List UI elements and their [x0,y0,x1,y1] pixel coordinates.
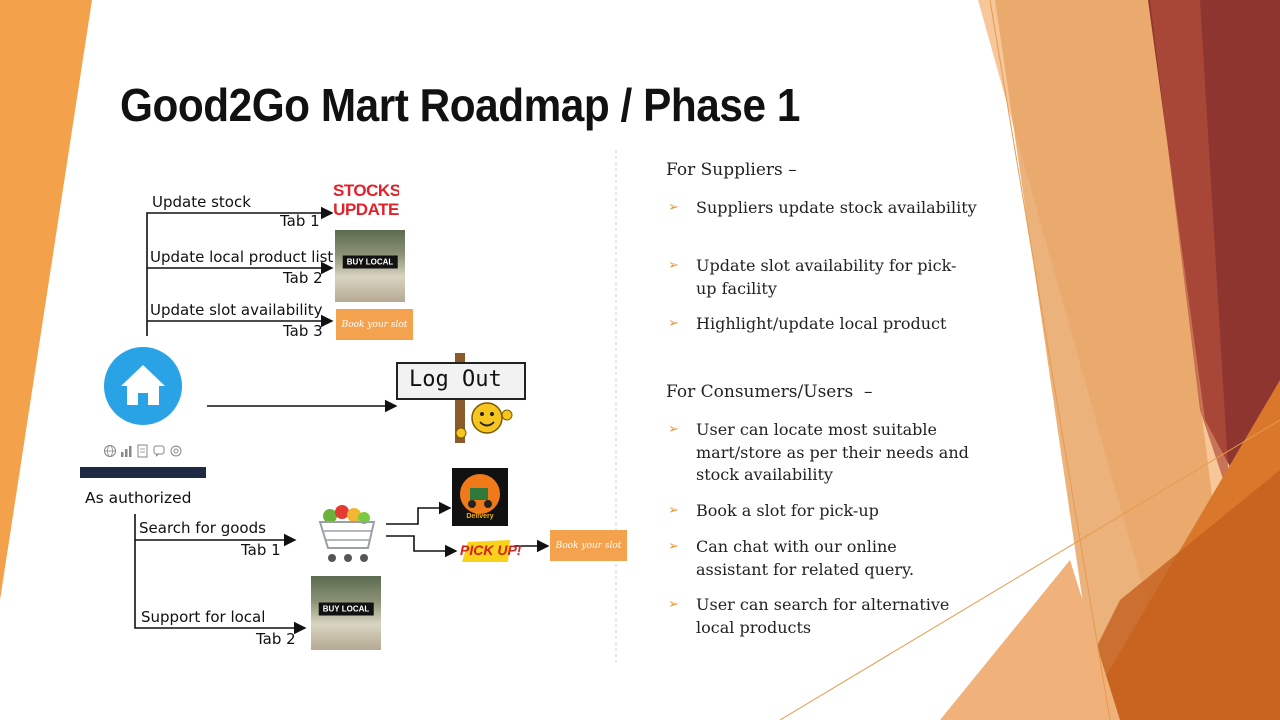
header-banner-strip [80,467,206,478]
home-icon[interactable] [104,347,182,425]
consumer-bullet-text: Book a slot for pick-up [696,501,879,520]
supplier-bullet: ➢ Highlight/update local product [668,313,981,336]
bullet-arrow-icon: ➢ [668,200,679,215]
logout-sign[interactable]: Log Out [395,353,527,445]
support-local-label: Support for local [141,608,266,626]
bullet-arrow-icon: ➢ [668,258,679,273]
as-authorized-label: As authorized [85,489,192,507]
globe-icon [104,445,116,457]
delivery-text: Delivery [466,513,494,520]
bullet-arrow-icon: ➢ [668,422,679,437]
stocks-update-image: STOCKS UPDATE [333,181,399,223]
delivery-logo: Delivery [452,468,508,526]
bullet-arrow-icon: ➢ [668,597,679,612]
buy-local-text: BUY LOCAL [342,255,398,269]
search-goods-label: Search for goods [139,519,266,537]
update-slot-tab: Tab 3 [283,322,323,340]
consumer-bullet: ➢ Can chat with our online assistant for … [668,536,971,581]
supplier-trunk [146,206,334,336]
support-icon [170,445,182,457]
consumer-bullet-text: User can search for alternative local pr… [696,595,950,637]
buy-local-image: BUY LOCAL [335,230,405,302]
flow-connectors [134,206,550,635]
smiley-icon [455,402,513,439]
bottom-mid-wedge [940,560,1120,720]
bullet-arrow-icon: ➢ [668,316,679,331]
supplier-bullet-text: Highlight/update local product [696,314,947,333]
app-icon-row [104,444,182,458]
supplier-bullet: ➢ Suppliers update stock availability [668,197,981,220]
pickup-image: PICK UP! [458,538,521,566]
supplier-bullet: ➢ Update slot availability for pick-up fa… [668,255,966,300]
consumer-bullet: ➢ User can search for alternative local p… [668,594,956,639]
bullet-arrow-icon: ➢ [668,539,679,554]
consumer-trunk [134,514,307,635]
bottom-right-amber [1060,470,1280,720]
buy-local-consumer-image: BUY LOCAL [311,576,381,650]
update-stock-label: Update stock [152,193,251,211]
consumer-bullet: ➢ Book a slot for pick-up [668,500,981,523]
document-icon [137,444,148,458]
thin-line-2 [779,419,1280,720]
right-panel-mid [995,0,1240,720]
buy-local-consumer-text: BUY LOCAL [318,602,374,616]
bullet-arrow-icon: ➢ [668,503,679,518]
book-slot-text: Book your slot [341,319,408,330]
consumer-bullet-text: Can chat with our online assistant for r… [696,537,915,579]
slide-title: Good2Go Mart Roadmap / Phase 1 [120,79,800,131]
chart-icon [121,446,132,457]
consumer-bullet-text: User can locate most suitable mart/store… [696,420,969,484]
update-slot-label: Update slot availability [150,301,323,319]
logout-text: Log Out [409,367,502,392]
search-goods-tab: Tab 1 [241,541,281,559]
left-orange-stripe [0,0,92,600]
cart-to-pickup [386,535,458,558]
cart-to-delivery [386,501,452,525]
update-stock-tab: Tab 1 [280,212,320,230]
cart-icon [318,505,376,562]
consumers-heading: For Consumers/Users – [666,382,873,402]
stocks-update-text: STOCKS UPDATE [333,181,399,219]
update-local-product-tab: Tab 2 [283,269,323,287]
pickup-text: PICK UP! [460,542,522,558]
support-local-tab: Tab 2 [256,630,296,648]
supplier-bullet-text: Suppliers update stock availability [696,198,977,217]
thin-line-1 [989,0,1111,720]
supplier-bullet-text: Update slot availability for pick-up fac… [696,256,957,298]
update-local-product-label: Update local product list [150,248,334,266]
suppliers-heading: For Suppliers – [666,160,797,180]
book-slot-image: Book your slot [336,309,413,340]
chat-icon [153,445,165,457]
right-panel-red [1150,0,1230,500]
consumer-bullet: ➢ User can locate most suitable mart/stor… [668,419,971,487]
book-slot-consumer-image: Book your slot [550,530,627,561]
book-slot-consumer-text: Book your slot [555,540,622,551]
